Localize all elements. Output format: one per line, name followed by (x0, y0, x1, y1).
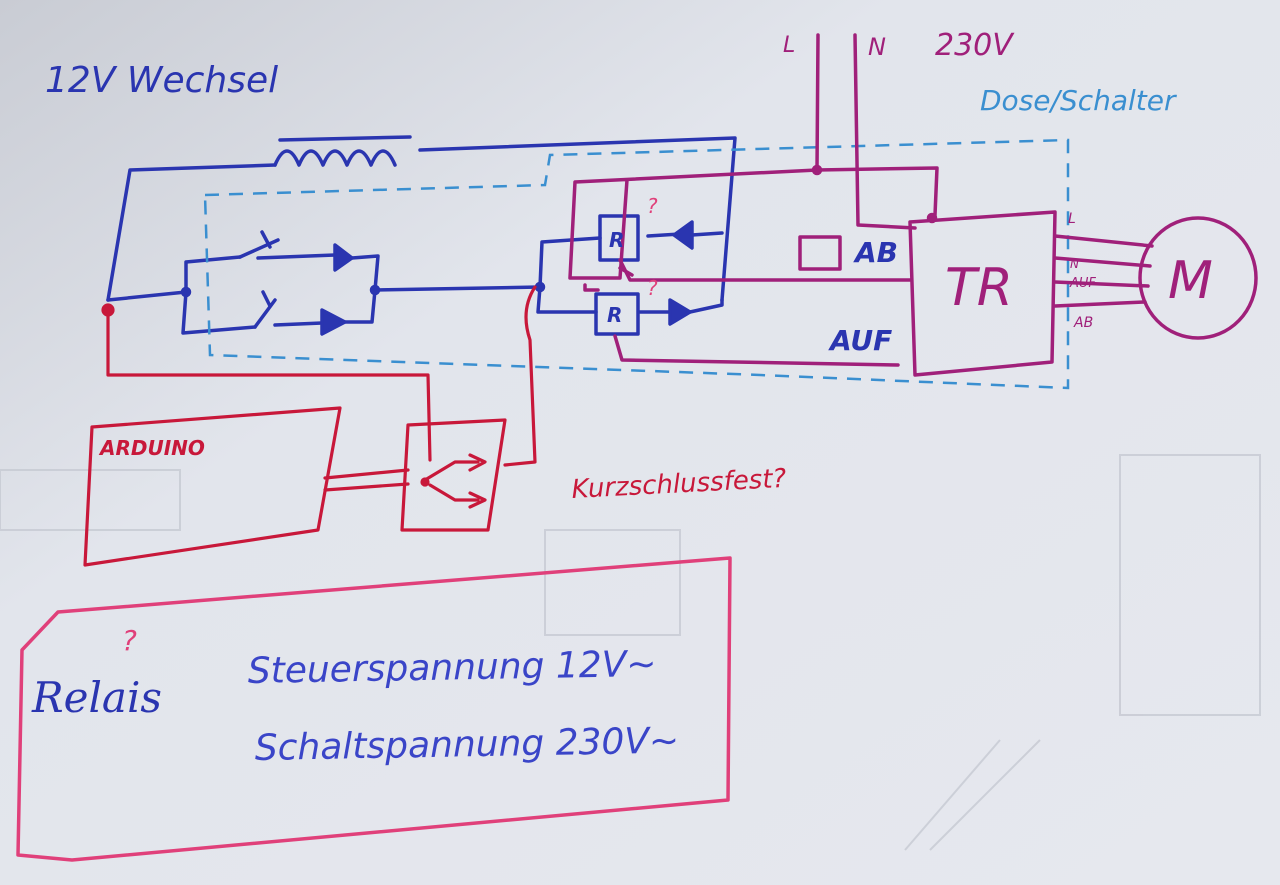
motor-terminal-ab: AB (1073, 315, 1093, 331)
relay-1-mark: R (609, 228, 624, 252)
show-through-marks (0, 454, 1261, 851)
motor-label: M (1168, 251, 1213, 311)
enclosure-label: Dose/Schalter (980, 84, 1177, 117)
dashed-enclosure (203, 138, 1070, 390)
ab-label: AB (853, 236, 898, 269)
note-line-2: Schaltspannung 230V~ (254, 721, 679, 769)
control-circuit-12v (106, 135, 737, 336)
note-box (16, 556, 732, 862)
arduino-circuit (83, 285, 537, 567)
mains-voltage-label: 230V (935, 28, 1015, 63)
relay-2-mark: R (607, 303, 622, 327)
note-question: ? (122, 624, 137, 657)
motor-terminal-l: L (1068, 211, 1076, 227)
sketch-title: 12V Wechsel (45, 60, 278, 101)
motor-terminal-n: N (1070, 257, 1079, 271)
transformer-label: TR (945, 258, 1013, 318)
relay-1-question: ? (647, 194, 658, 218)
mains-circuit-230v (568, 33, 1258, 377)
note-title: Relais (31, 673, 162, 722)
mains-n-label: N (868, 33, 886, 61)
note-line-1: Steuerspannung 12V~ (247, 644, 656, 692)
mains-l-label: L (783, 33, 795, 58)
auf-label: AUF (828, 324, 892, 357)
relay-2-question: ? (647, 276, 658, 300)
motor-terminal-auf: AUF (1069, 276, 1096, 291)
arduino-label: ARDUINO (98, 436, 205, 460)
